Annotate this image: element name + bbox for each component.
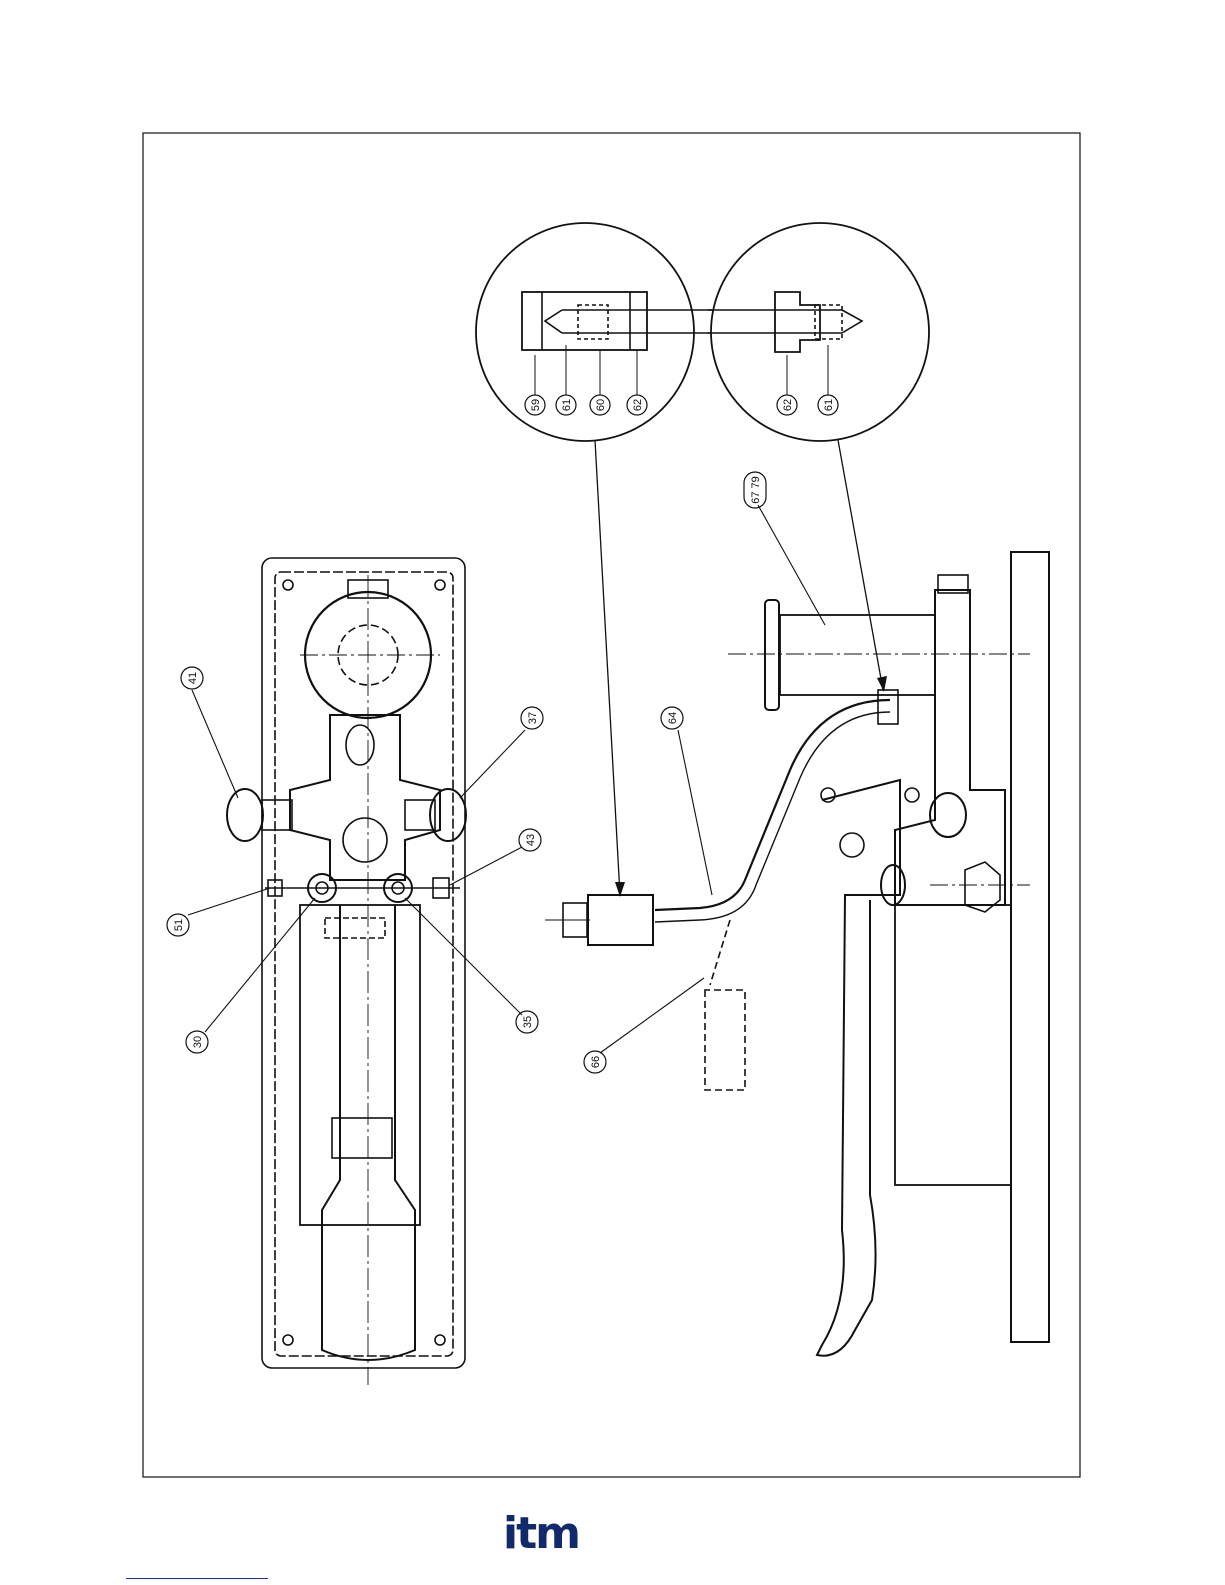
cylinder-window (325, 918, 385, 938)
side-valve-body (895, 590, 1005, 905)
valve-body (290, 715, 440, 880)
callout-64: 64 (661, 707, 683, 729)
pump-cylinder (300, 905, 420, 1225)
detail-leader-left (595, 440, 620, 895)
side-reservoir-cap (765, 600, 779, 710)
callout-37: 37 (521, 707, 543, 729)
screw (435, 580, 445, 590)
right-leaders (600, 505, 825, 1053)
svg-text:43: 43 (525, 834, 537, 846)
detail-circle-left (476, 223, 712, 441)
knob-41 (227, 789, 263, 841)
callout-35: 35 (516, 1011, 538, 1033)
callout-66: 66 (584, 1051, 606, 1073)
callout-41: 41 (181, 667, 203, 689)
base-plate-outer (262, 558, 465, 1368)
callout-60: 60 (590, 395, 610, 415)
screw (283, 580, 293, 590)
callouts: 41 37 43 51 30 35 64 66 67 79 59 61 60 6… (167, 395, 838, 1073)
svg-text:67 79: 67 79 (750, 476, 762, 504)
svg-text:64: 64 (667, 712, 679, 724)
svg-text:30: 30 (192, 1036, 204, 1048)
callout-61-right: 61 (818, 395, 838, 415)
svg-text:60: 60 (595, 399, 607, 411)
svg-text:62: 62 (632, 399, 644, 411)
callout-67-79: 67 79 (744, 472, 766, 508)
footer-link-underline[interactable] (126, 1578, 268, 1579)
hose-coupling (588, 895, 653, 945)
callout-30: 30 (186, 1031, 208, 1053)
callout-59: 59 (525, 395, 545, 415)
lever-pivot (840, 833, 864, 857)
callout-51: 51 (167, 914, 189, 936)
pump-top-view (227, 558, 466, 1385)
hose-66-dashed (705, 920, 745, 1090)
drawing-frame (143, 133, 1080, 1477)
side-reservoir-body (780, 615, 935, 695)
svg-text:66: 66 (590, 1056, 602, 1068)
svg-text:61: 61 (561, 399, 573, 411)
base-plate-inner (275, 572, 453, 1356)
svg-text:61: 61 (823, 399, 835, 411)
svg-text:37: 37 (527, 712, 539, 724)
callout-61-left: 61 (556, 395, 576, 415)
detail-right-nut (775, 292, 820, 352)
valve-nipple (346, 725, 374, 765)
callout-62-left: 62 (627, 395, 647, 415)
itm-logo: itm (503, 1512, 579, 1556)
svg-text:35: 35 (522, 1016, 534, 1028)
side-base-plate (1011, 552, 1049, 1342)
screw (283, 1335, 293, 1345)
svg-text:62: 62 (782, 399, 794, 411)
valve-port (343, 818, 387, 862)
callout-43: 43 (519, 829, 541, 851)
side-cylinder (895, 905, 1011, 1185)
hose-64-inner (655, 712, 890, 922)
side-knob-lower (881, 865, 905, 905)
svg-text:59: 59 (530, 399, 542, 411)
knob-41-stem (262, 800, 292, 830)
detail-cone (545, 310, 562, 333)
detail-fitting-nut (522, 292, 647, 350)
svg-text:51: 51 (173, 919, 185, 931)
screw (435, 1335, 445, 1345)
pump-side-view (545, 552, 1049, 1356)
detail-right-cone (842, 310, 862, 333)
callout-62-right: 62 (777, 395, 797, 415)
hose-64 (655, 700, 890, 910)
svg-text:41: 41 (187, 672, 199, 684)
detail-leader-right (838, 440, 883, 690)
pump-handle (322, 905, 415, 1360)
